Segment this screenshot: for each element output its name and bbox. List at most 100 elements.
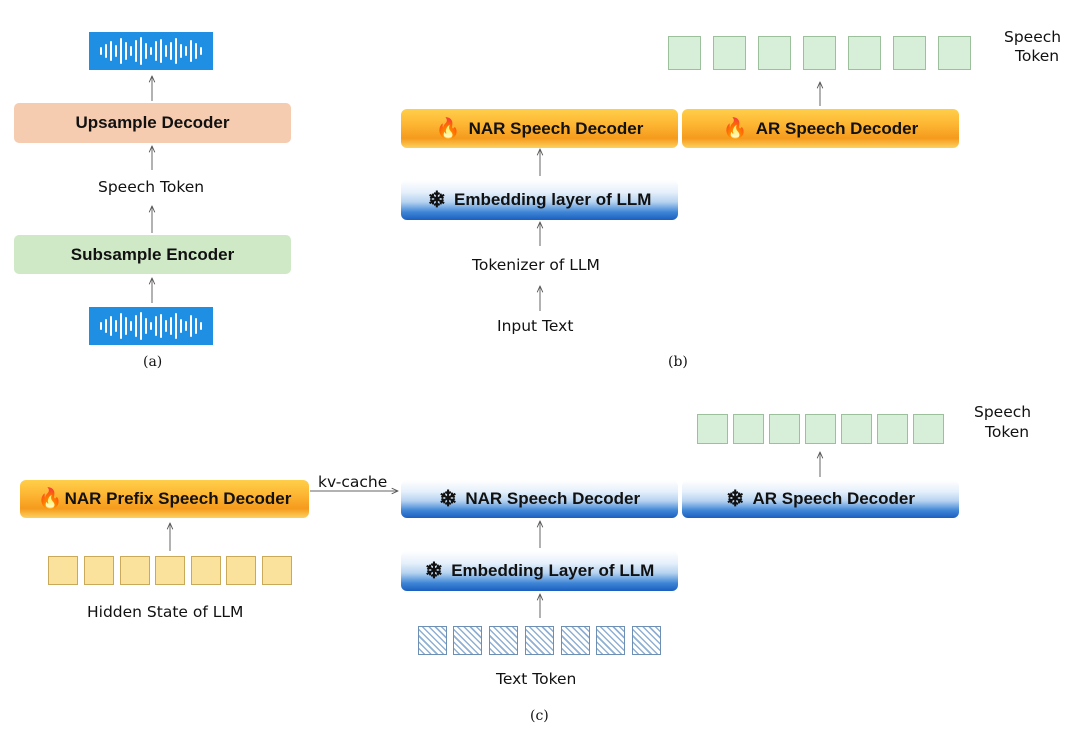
- waveform-bar: [130, 46, 132, 56]
- caption-c: (c): [530, 708, 549, 724]
- hidden-state-square: [191, 556, 221, 585]
- hidden-state-square: [120, 556, 150, 585]
- waveform-bar: [160, 314, 162, 338]
- nar-speech-decoder-frozen-label: NAR Speech Decoder: [465, 489, 641, 508]
- input-text-label: Input Text: [497, 317, 574, 335]
- ar-speech-decoder-label: AR Speech Decoder: [755, 118, 919, 138]
- waveform-bar: [120, 313, 122, 339]
- embedding-layer-label: Embedding layer of LLM: [454, 190, 652, 209]
- waveform-bar: [160, 39, 162, 63]
- waveform-bar: [180, 319, 182, 333]
- speech-token-square: [769, 414, 800, 444]
- upsample-decoder-label: Upsample Decoder: [75, 113, 230, 132]
- kv-cache-label: kv-cache: [318, 473, 388, 491]
- text-token-square: [418, 626, 447, 655]
- waveform-bar: [190, 40, 192, 62]
- speech-token-square: [697, 414, 728, 444]
- speech-token-square: [733, 414, 764, 444]
- waveform-bar: [165, 45, 167, 57]
- embedding-layer-frozen-label: Embedding Layer of LLM: [451, 561, 655, 580]
- waveform-bar: [125, 317, 127, 335]
- speech-token-square: [877, 414, 908, 444]
- waveform-bar: [125, 42, 127, 60]
- waveform-bar: [140, 312, 142, 340]
- waveform-bar: [110, 316, 112, 336]
- hidden-state-square: [48, 556, 78, 585]
- waveform-bar: [150, 322, 152, 330]
- waveform-bar: [195, 318, 197, 334]
- speech-token-square: [938, 36, 971, 70]
- speech-token-square: [805, 414, 836, 444]
- ar-speech-decoder-frozen-box: ❄ AR Speech Decoder: [682, 480, 959, 518]
- snowflake-icon: ❄: [438, 486, 458, 511]
- text-token-square: [489, 626, 518, 655]
- waveform-bar: [190, 315, 192, 337]
- speech-token-square: [893, 36, 926, 70]
- waveform-bar: [115, 45, 117, 57]
- text-token-square: [632, 626, 661, 655]
- hidden-state-label: Hidden State of LLM: [87, 603, 244, 621]
- waveform-bar: [165, 320, 167, 332]
- embedding-layer-box: ❄ Embedding layer of LLM: [401, 180, 678, 220]
- speech-token-label: Speech Token: [98, 178, 205, 196]
- snowflake-icon: ❄: [424, 558, 444, 583]
- fire-icon: 🔥: [435, 117, 461, 140]
- nar-prefix-speech-decoder-box: 🔥 NAR Prefix Speech Decoder: [20, 480, 309, 518]
- nar-speech-decoder-label: NAR Speech Decoder: [468, 118, 644, 138]
- waveform-bar: [175, 313, 177, 339]
- caption-b: (b): [668, 354, 688, 370]
- waveform-bar: [150, 47, 152, 55]
- subsample-encoder-box: Subsample Encoder: [14, 235, 291, 274]
- waveform-bar: [145, 43, 147, 59]
- speech-token-label-b-line1: Speech: [1004, 28, 1062, 46]
- nar-prefix-speech-decoder-label: NAR Prefix Speech Decoder: [64, 489, 292, 508]
- speech-token-square: [713, 36, 746, 70]
- text-token-square: [525, 626, 554, 655]
- speech-token-square: [913, 414, 944, 444]
- text-token-square: [453, 626, 482, 655]
- waveform-bar: [170, 42, 172, 60]
- speech-token-label-c-line1: Speech: [974, 403, 1032, 421]
- waveform-bar: [200, 322, 202, 330]
- waveform-bar: [135, 40, 137, 62]
- snowflake-icon: ❄: [427, 187, 447, 212]
- waveform-bar: [185, 46, 187, 56]
- subsample-encoder-label: Subsample Encoder: [70, 244, 235, 264]
- nar-speech-decoder-frozen-box: ❄ NAR Speech Decoder: [401, 480, 678, 518]
- snowflake-icon: ❄: [726, 486, 745, 511]
- hidden-state-square: [226, 556, 256, 585]
- waveform-bar: [195, 43, 197, 59]
- waveform-bar: [155, 41, 157, 61]
- speech-token-square: [803, 36, 836, 70]
- waveform-bar: [180, 44, 182, 58]
- text-token-square: [561, 626, 590, 655]
- waveform-bar: [100, 47, 102, 55]
- embedding-layer-frozen-box: ❄ Embedding Layer of LLM: [401, 551, 678, 591]
- speech-token-square: [758, 36, 791, 70]
- waveform-bar: [100, 322, 102, 330]
- waveform-bar: [110, 41, 112, 61]
- waveform-bar: [145, 318, 147, 334]
- fire-icon: 🔥: [722, 117, 748, 140]
- text-token-square: [596, 626, 625, 655]
- audio-waveform-icon: [89, 32, 213, 70]
- waveform-bar: [185, 321, 187, 331]
- hidden-state-square: [84, 556, 114, 585]
- waveform-bar: [120, 38, 122, 64]
- speech-token-square: [841, 414, 872, 444]
- fire-icon: 🔥: [37, 488, 63, 510]
- audio-waveform-icon: [89, 307, 213, 345]
- caption-a: (a): [143, 354, 163, 370]
- waveform-bar: [135, 315, 137, 337]
- waveform-bar: [105, 44, 107, 58]
- waveform-bar: [105, 319, 107, 333]
- waveform-bar: [140, 37, 142, 65]
- waveform-bar: [175, 38, 177, 64]
- nar-speech-decoder-box: 🔥 NAR Speech Decoder: [401, 109, 678, 148]
- text-token-label: Text Token: [496, 670, 577, 688]
- speech-token-square: [668, 36, 701, 70]
- hidden-state-square: [262, 556, 292, 585]
- waveform-bar: [115, 320, 117, 332]
- waveform-bar: [155, 316, 157, 336]
